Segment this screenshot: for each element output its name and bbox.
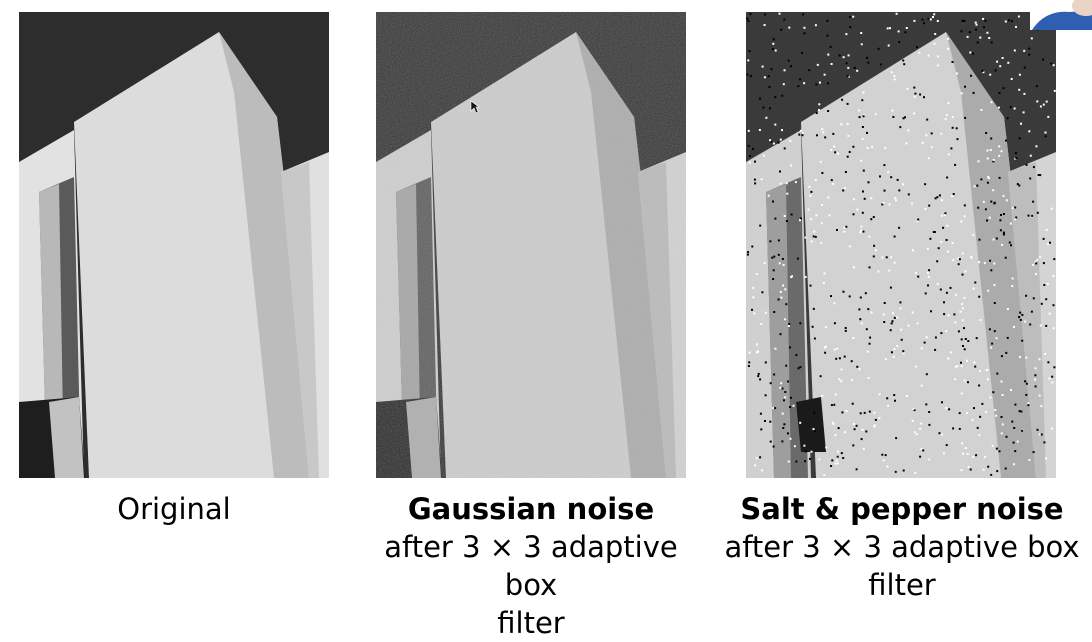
original-caption: Original — [19, 490, 329, 528]
caption-line: after 3 × 3 adaptive box — [384, 530, 678, 602]
original-image — [19, 12, 329, 478]
caption-line: filter — [497, 606, 565, 640]
caption-line: Original — [117, 492, 231, 526]
gaussian-noise-filtered-image — [376, 12, 686, 478]
gaussian-caption: Gaussian noise after 3 × 3 adaptive box … — [356, 490, 706, 642]
caption-title: Salt & pepper noise — [740, 492, 1064, 526]
caption-title: Gaussian noise — [407, 492, 655, 526]
caption-line: after 3 × 3 adaptive box — [724, 530, 1080, 564]
presenter-thumbnail — [1030, 0, 1092, 30]
caption-line: filter — [868, 568, 936, 602]
mouse-cursor-icon — [470, 100, 480, 114]
salt-pepper-noise-filtered-image — [746, 12, 1056, 478]
saltpepper-caption: Salt & pepper noise after 3 × 3 adaptive… — [720, 490, 1084, 604]
